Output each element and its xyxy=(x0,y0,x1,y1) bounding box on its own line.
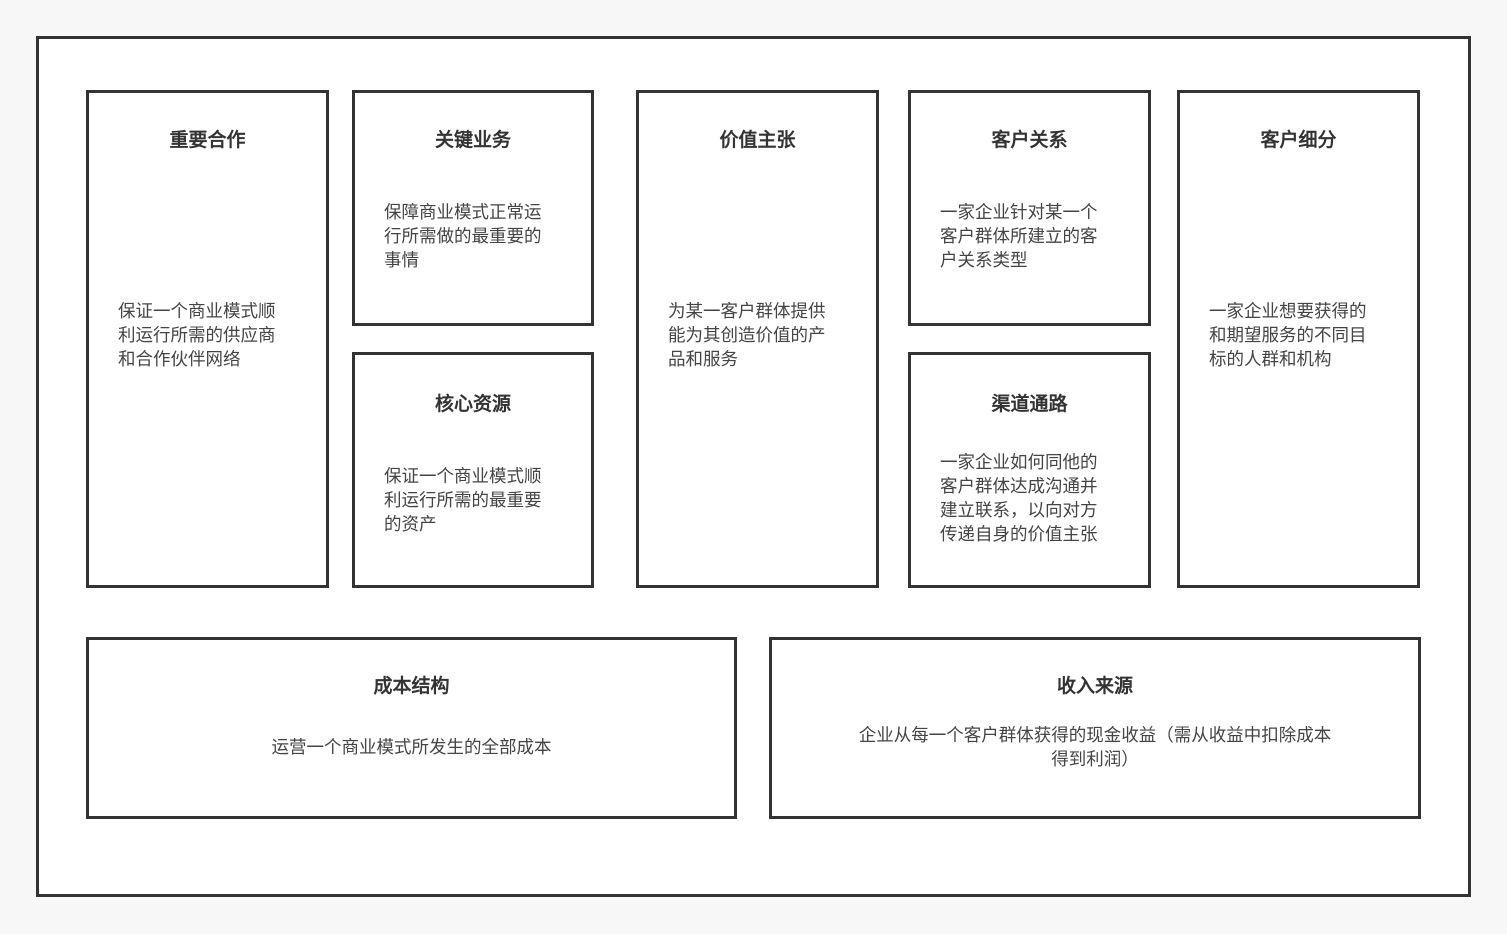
cost-structure-description: 运营一个商业模式所发生的全部成本 xyxy=(271,738,552,758)
key-resources-title: 核心资源 xyxy=(434,393,511,415)
key-activities-description: 保障商业模式正常运 行所需做的最重要的 事情 xyxy=(384,203,542,271)
key-partners-block[interactable]: 重要合作 保证一个商业模式顺 利运行所需的供应商 和合作伙伴网络 xyxy=(86,90,329,588)
revenue-streams-description: 企业从每一个客户群体获得的现金收益（需从收益中扣除成本 得到利润） xyxy=(858,726,1332,770)
channels-title: 渠道通路 xyxy=(991,393,1068,415)
customer-segments-block[interactable]: 客户细分 一家企业想要获得的 和期望服务的不同目 标的人群和机构 xyxy=(1177,90,1420,588)
customer-segments-title: 客户细分 xyxy=(1260,129,1337,151)
revenue-streams-block[interactable]: 收入来源 企业从每一个客户群体获得的现金收益（需从收益中扣除成本 得到利润） xyxy=(769,637,1421,819)
value-propositions-description: 为某一客户群体提供 能为其创造价值的产 品和服务 xyxy=(668,302,826,370)
cost-structure-block[interactable]: 成本结构 运营一个商业模式所发生的全部成本 xyxy=(86,637,737,819)
revenue-streams-title: 收入来源 xyxy=(1056,675,1133,697)
customer-segments-description: 一家企业想要获得的 和期望服务的不同目 标的人群和机构 xyxy=(1209,302,1367,370)
key-resources-block[interactable]: 核心资源 保证一个商业模式顺 利运行所需的最重要 的资产 xyxy=(352,352,594,588)
channels-block[interactable]: 渠道通路 一家企业如何同他的 客户群体达成沟通并 建立联系，以向对方 传递自身的… xyxy=(908,352,1151,588)
cost-structure-title: 成本结构 xyxy=(373,675,450,697)
customer-relationships-block[interactable]: 客户关系 一家企业针对某一个 客户群体所建立的客 户关系类型 xyxy=(908,90,1151,326)
key-activities-title: 关键业务 xyxy=(434,129,511,151)
customer-relationships-description: 一家企业针对某一个 客户群体所建立的客 户关系类型 xyxy=(940,203,1098,271)
key-resources-description: 保证一个商业模式顺 利运行所需的最重要 的资产 xyxy=(384,467,542,535)
key-partners-title: 重要合作 xyxy=(169,129,246,151)
key-activities-block[interactable]: 关键业务 保障商业模式正常运 行所需做的最重要的 事情 xyxy=(352,90,594,326)
value-propositions-title: 价值主张 xyxy=(719,129,796,151)
key-partners-description: 保证一个商业模式顺 利运行所需的供应商 和合作伙伴网络 xyxy=(118,302,276,370)
customer-relationships-title: 客户关系 xyxy=(991,129,1068,151)
value-propositions-block[interactable]: 价值主张 为某一客户群体提供 能为其创造价值的产 品和服务 xyxy=(636,90,879,588)
channels-description: 一家企业如何同他的 客户群体达成沟通并 建立联系，以向对方 传递自身的价值主张 xyxy=(940,453,1098,545)
